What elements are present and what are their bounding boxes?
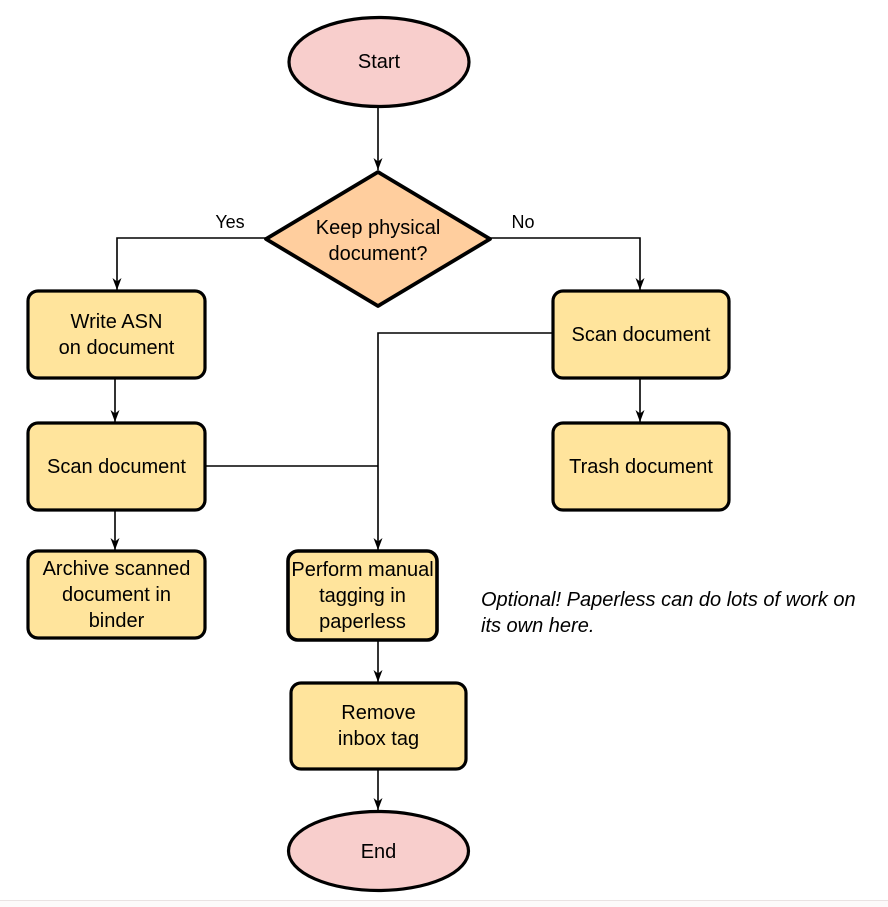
edge-scan-right-to-tagging [373, 332, 553, 550]
manual-tagging-process-shape [286, 549, 439, 642]
edges-group [110, 106, 645, 810]
canvas-bottom-edge-strip [0, 901, 888, 907]
trash-document-process-shape [551, 421, 731, 512]
edge-decision-yes-to-write-asn [112, 237, 266, 290]
decision-diamond-shape [264, 170, 492, 308]
canvas-bottom-edge-line [0, 900, 888, 901]
optional-note-text: Optional! Paperless can do lots of work … [481, 589, 856, 637]
archive-process-shape [26, 549, 207, 640]
remove-inbox-tag-process-shape [289, 681, 468, 771]
end-terminal-shape [286, 809, 471, 893]
edge-decision-no-to-scan-right [490, 237, 645, 290]
scan-document-right-process-shape [551, 289, 731, 380]
scan-document-left-process-shape [26, 421, 207, 512]
start-terminal-shape [287, 15, 471, 109]
write-asn-process-shape [26, 289, 207, 380]
